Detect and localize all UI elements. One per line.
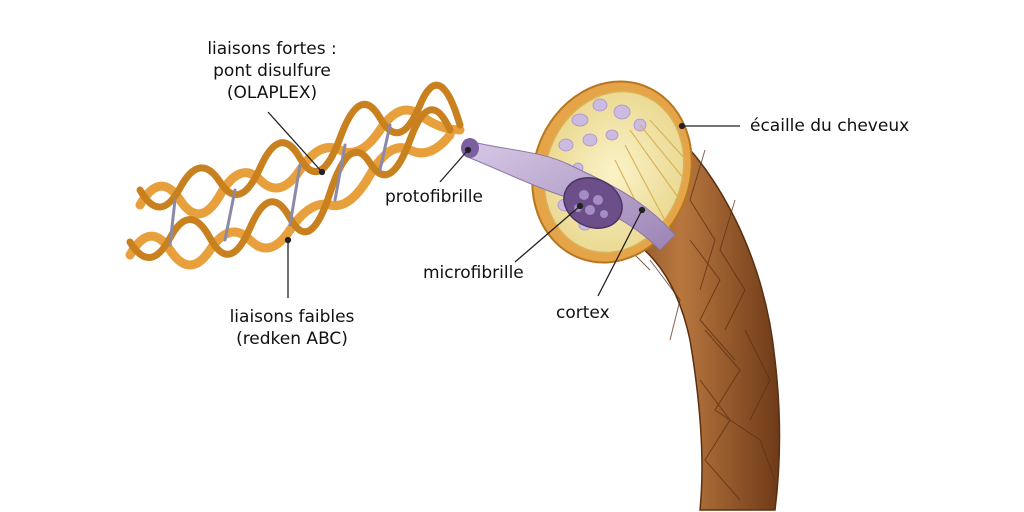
leader-protofibril <box>439 149 469 183</box>
leader-lines <box>267 111 740 298</box>
label-cortex: cortex <box>556 303 610 323</box>
label-cuticle: écaille du cheveux <box>750 116 910 136</box>
label-weak-bonds-line2: (redken ABC) <box>236 329 348 349</box>
keratin-helices <box>125 81 465 270</box>
label-weak-bonds-line1: liaisons faibles <box>229 307 355 327</box>
label-strong-bonds-line2: pont disulfure <box>213 61 331 81</box>
leader-strong-bonds <box>267 111 323 173</box>
label-protofibril: protofibrille <box>385 187 483 207</box>
label-strong-bonds-line1: liaisons fortes : <box>207 39 337 59</box>
label-weak-bonds: liaisons faibles (redken ABC) <box>222 306 362 350</box>
leader-cortex <box>597 209 643 297</box>
label-microfibril: microfibrille <box>423 263 524 283</box>
label-strong-bonds: liaisons fortes : pont disulfure (OLAPLE… <box>192 38 352 104</box>
label-strong-bonds-line3: (OLAPLEX) <box>226 83 318 103</box>
leader-microfibril <box>514 205 581 263</box>
